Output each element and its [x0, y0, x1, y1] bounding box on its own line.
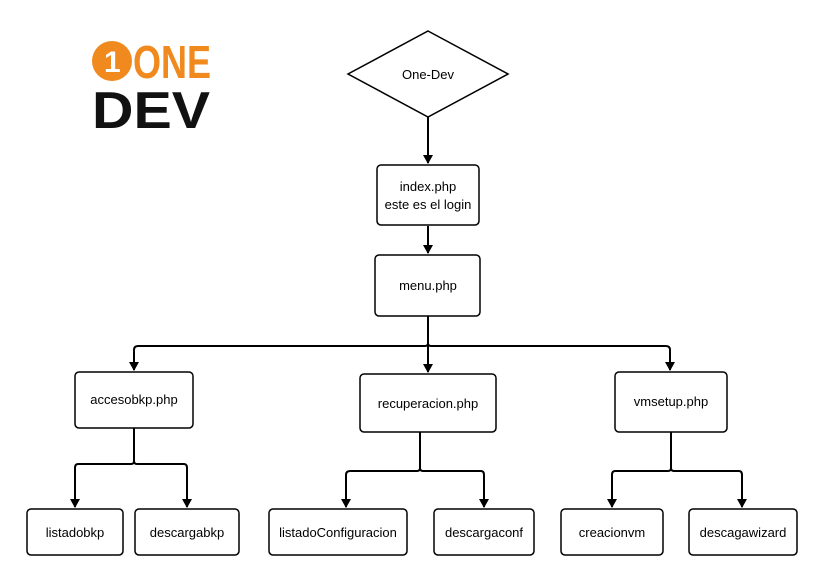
edge-menu-vmsetup	[427, 342, 675, 371]
node-accesobkp-box	[74, 371, 194, 429]
node-accesobkp-label: accesobkp.php	[90, 392, 177, 407]
logo-word-one: ONE	[133, 36, 211, 88]
node-index-box	[376, 164, 480, 226]
node-vmsetup: vmsetup.php	[614, 371, 728, 433]
logo-word-dev: DEV	[92, 82, 210, 140]
edge-recuperacion-descargaconf	[419, 467, 489, 508]
connectors	[70, 117, 747, 508]
node-listadobkp-box	[26, 508, 124, 556]
node-index-label-1: index.php	[400, 179, 456, 194]
node-descargabkp-box	[134, 508, 240, 556]
node-index-label-2: este es el login	[385, 197, 472, 212]
edge-recuperacion-listadoconfiguracion	[341, 432, 421, 508]
node-listadobkp: listadobkp	[26, 508, 124, 556]
node-creacionvm: creacionvm	[560, 508, 664, 556]
node-recuperacion-label: recuperacion.php	[378, 396, 478, 411]
decision-diamond	[346, 30, 510, 118]
node-listadoconfiguracion: listadoConfiguracion	[268, 508, 408, 556]
node-creacionvm-box	[560, 508, 664, 556]
node-recuperacion: recuperacion.php	[359, 373, 497, 433]
node-descargaconf: descargaconf	[433, 508, 535, 556]
node-listadobkp-label: listadobkp	[46, 525, 105, 540]
node-vmsetup-label: vmsetup.php	[634, 394, 708, 409]
node-listadoconfiguracion-label: listadoConfiguracion	[279, 525, 397, 540]
logo-one-circle	[92, 41, 132, 81]
node-creacionvm-label: creacionvm	[579, 525, 645, 540]
node-root: One-Dev	[346, 30, 510, 118]
node-root-label: One-Dev	[402, 67, 455, 82]
node-descagawizard-box	[688, 508, 798, 556]
node-menu-box	[374, 254, 481, 317]
node-menu: menu.php	[374, 254, 481, 317]
edge-vmsetup-creacionvm	[607, 432, 672, 508]
node-descargaconf-box	[433, 508, 535, 556]
node-descargabkp: descargabkp	[134, 508, 240, 556]
node-index: index.php este es el login	[376, 164, 480, 226]
logo-mark: 1	[104, 46, 121, 79]
edge-menu-accesobkp	[129, 316, 429, 371]
node-listadoconfiguracion-box	[268, 508, 408, 556]
node-vmsetup-box	[614, 371, 728, 433]
edge-accesobkp-descargabkp	[133, 460, 192, 508]
node-descargabkp-label: descargabkp	[150, 525, 224, 540]
edge-vmsetup-descagawizard	[670, 467, 747, 508]
node-menu-label: menu.php	[399, 278, 457, 293]
edge-accesobkp-listadobkp	[70, 428, 135, 508]
node-recuperacion-box	[359, 373, 497, 433]
onedev-logo: 1 DEV ONE DEV	[92, 36, 211, 140]
node-descagawizard: descagawizard	[688, 508, 798, 556]
node-descargaconf-label: descargaconf	[445, 525, 523, 540]
node-accesobkp: accesobkp.php	[74, 371, 194, 429]
node-descagawizard-label: descagawizard	[700, 525, 787, 540]
